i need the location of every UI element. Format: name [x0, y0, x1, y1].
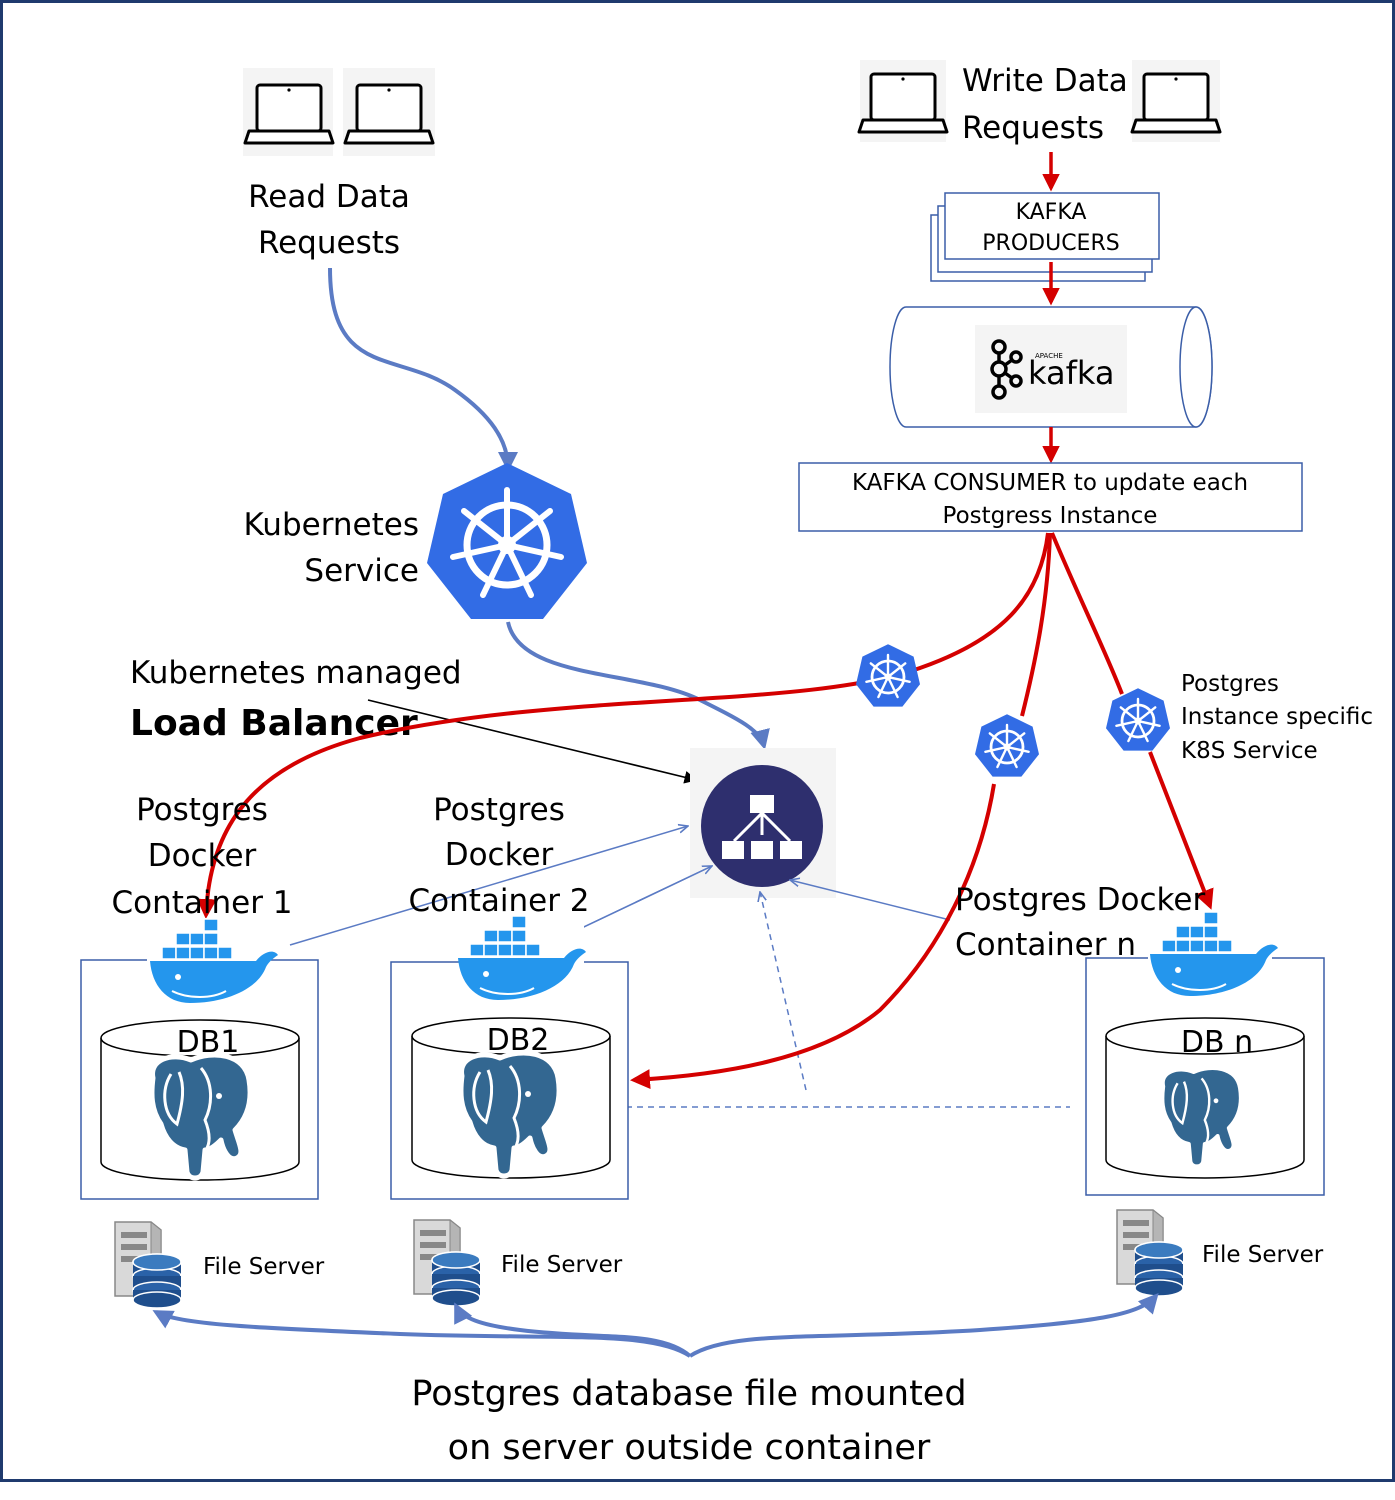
c1-to-lb-line: [289, 826, 688, 946]
mount-arrow-1: [152, 1310, 692, 1358]
laptop-icon: [1130, 72, 1222, 134]
laptop-icon: [857, 72, 949, 134]
producers-label-2: PRODUCERS: [982, 231, 1119, 256]
producers-label-1: KAFKA: [1016, 200, 1087, 225]
lb-pointer-arrow: [367, 699, 698, 784]
k8s-service-label-1: Kubernetes: [244, 507, 419, 543]
kafka-producers-box: [930, 192, 1160, 282]
file-server-1-label: File Server: [203, 1254, 325, 1280]
load-balancer-icon: [690, 748, 836, 898]
pg-specific-label-1: Postgres: [1181, 671, 1279, 697]
consumer-label-1: KAFKA CONSUMER to update each: [852, 470, 1248, 496]
footer-label-1: Postgres database file mounted: [411, 1374, 966, 1414]
write-requests-label-1: Write Data: [962, 63, 1128, 99]
file-server-n-label: File Server: [1202, 1242, 1324, 1268]
service-to-lb-flow: [506, 621, 770, 750]
read-requests-label-1: Read Data: [248, 179, 410, 215]
cn-to-lb-line: [790, 880, 951, 921]
c2-label-3: Container 2: [408, 883, 589, 919]
kafka-consumer-box: [798, 462, 1303, 532]
laptop-icon: [343, 83, 435, 145]
write-flow-to-cn: [1050, 532, 1210, 906]
c1-label-1: Postgres: [136, 792, 268, 828]
lb-label-2: Load Balancer: [130, 703, 418, 744]
cn-label-2: Container n: [955, 927, 1136, 963]
kafka-apache-text: APACHE: [1035, 352, 1063, 360]
c2-label-2: Docker: [445, 837, 554, 873]
c1-label-2: Docker: [148, 838, 257, 874]
kafka-logo-icon: APACHE kafka: [975, 325, 1127, 413]
lb-label-1: Kubernetes managed: [130, 655, 462, 691]
write-clients: [857, 60, 1222, 142]
dashed-to-lb: [760, 892, 807, 1091]
write-flow-to-c2: [634, 532, 1052, 1080]
mount-arrow-2: [454, 1302, 692, 1358]
c1-label-3: Container 1: [111, 885, 292, 921]
footer-label-2: on server outside container: [448, 1428, 931, 1468]
read-clients: [243, 68, 435, 156]
mount-arrow-n: [688, 1293, 1159, 1358]
kafka-logo-text: kafka: [1028, 354, 1114, 392]
laptop-icon: [243, 83, 335, 145]
dbn-label: DB n: [1181, 1025, 1253, 1060]
pg-specific-label-3: K8S Service: [1181, 738, 1318, 764]
consumer-label-2: Postgress Instance: [943, 503, 1158, 529]
write-flow-to-c1: [196, 532, 1050, 919]
read-flow-to-service: [328, 267, 518, 472]
c2-label-1: Postgres: [433, 792, 565, 828]
k8s-service-label-2: Service: [304, 553, 419, 589]
read-requests-label-2: Requests: [258, 225, 400, 261]
write-requests-label-2: Requests: [962, 110, 1104, 146]
file-server-2-label: File Server: [501, 1252, 623, 1278]
cn-label-1: Postgres Docker: [955, 882, 1205, 918]
pg-specific-label-2: Instance specific: [1181, 704, 1373, 730]
